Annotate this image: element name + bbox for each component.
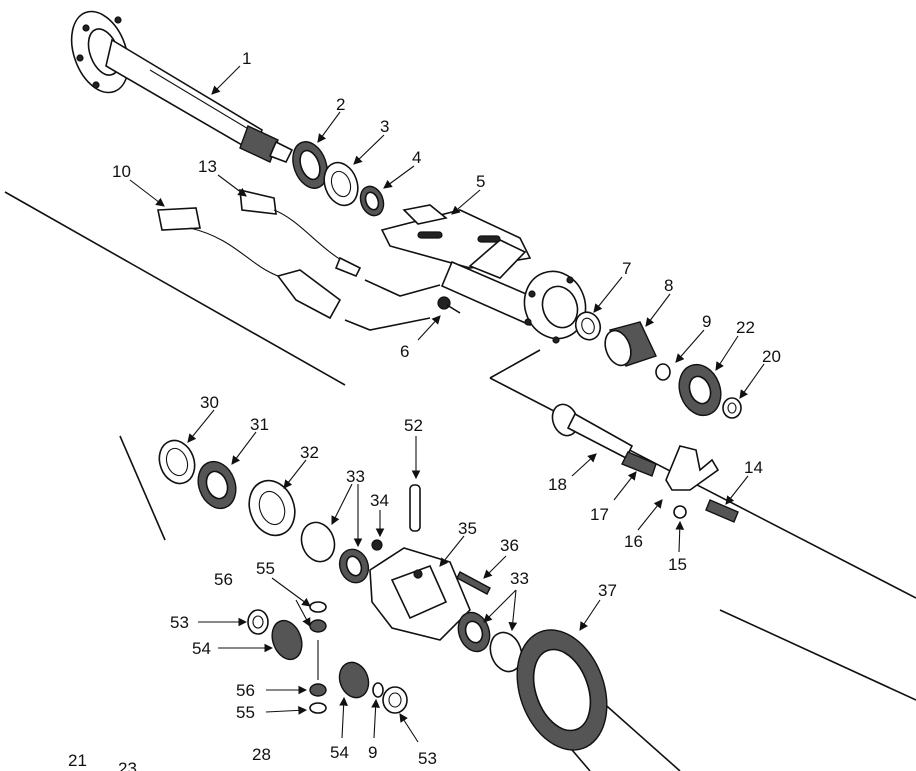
callout-8: 8	[664, 276, 673, 295]
callout-22: 22	[736, 318, 755, 337]
spider-gear-set	[247, 601, 408, 714]
callout-9-lower: 9	[368, 743, 377, 762]
axle-shaft	[70, 10, 294, 164]
callout-52: 52	[404, 416, 423, 435]
callout-17: 17	[590, 505, 609, 524]
callout-20: 20	[762, 347, 781, 366]
callout-32: 32	[300, 443, 319, 462]
callout-31: 31	[250, 415, 269, 434]
callout-14: 14	[744, 458, 763, 477]
callout-35: 35	[458, 519, 477, 538]
callout-9-upper: 9	[702, 312, 711, 331]
callout-23: 23	[118, 759, 137, 771]
callout-7: 7	[622, 259, 631, 278]
outer-bearings	[574, 311, 742, 419]
callout-53-upper: 53	[170, 613, 189, 632]
side-bearing-set	[158, 439, 370, 584]
shift-mechanism	[551, 403, 739, 523]
axle-tube-housing	[380, 204, 587, 344]
sensor-harnesses	[157, 188, 441, 331]
callout-15: 15	[668, 555, 687, 574]
callout-2: 2	[336, 95, 345, 114]
callout-28: 28	[252, 745, 271, 764]
callout-55-upper: 55	[256, 559, 275, 578]
differential-case	[369, 547, 471, 641]
callout-1: 1	[242, 49, 251, 68]
callout-56-upper: 56	[214, 570, 233, 589]
callout-5: 5	[476, 172, 485, 191]
callout-33-right: 33	[510, 569, 529, 588]
leader-lines	[129, 65, 765, 743]
callout-34: 34	[370, 491, 389, 510]
callout-55-lower: 55	[236, 703, 255, 722]
callout-18: 18	[548, 475, 567, 494]
callout-4: 4	[412, 148, 421, 167]
callout-13: 13	[198, 157, 217, 176]
callout-30: 30	[200, 393, 219, 412]
callout-10: 10	[112, 162, 131, 181]
callout-54-bottom: 54	[330, 743, 349, 762]
callout-3: 3	[380, 117, 389, 136]
callout-37: 37	[598, 581, 617, 600]
ring-gear-assembly	[457, 611, 608, 751]
callout-21: 21	[68, 751, 87, 770]
pins-and-bolts	[371, 484, 491, 595]
shaft-seal-and-bearing	[292, 141, 385, 217]
callout-36: 36	[500, 536, 519, 555]
callout-6: 6	[400, 342, 409, 361]
housing-bolt	[437, 296, 461, 314]
callout-numbers: 1 2 3 4 5 6 7 8 9 10 13 14 15 16 17 18 2…	[68, 49, 781, 771]
callout-33-left: 33	[346, 467, 365, 486]
callout-16: 16	[624, 532, 643, 551]
callout-54-left: 54	[192, 639, 211, 658]
callout-56-lower: 56	[236, 681, 255, 700]
callout-53-lower: 53	[418, 749, 437, 768]
